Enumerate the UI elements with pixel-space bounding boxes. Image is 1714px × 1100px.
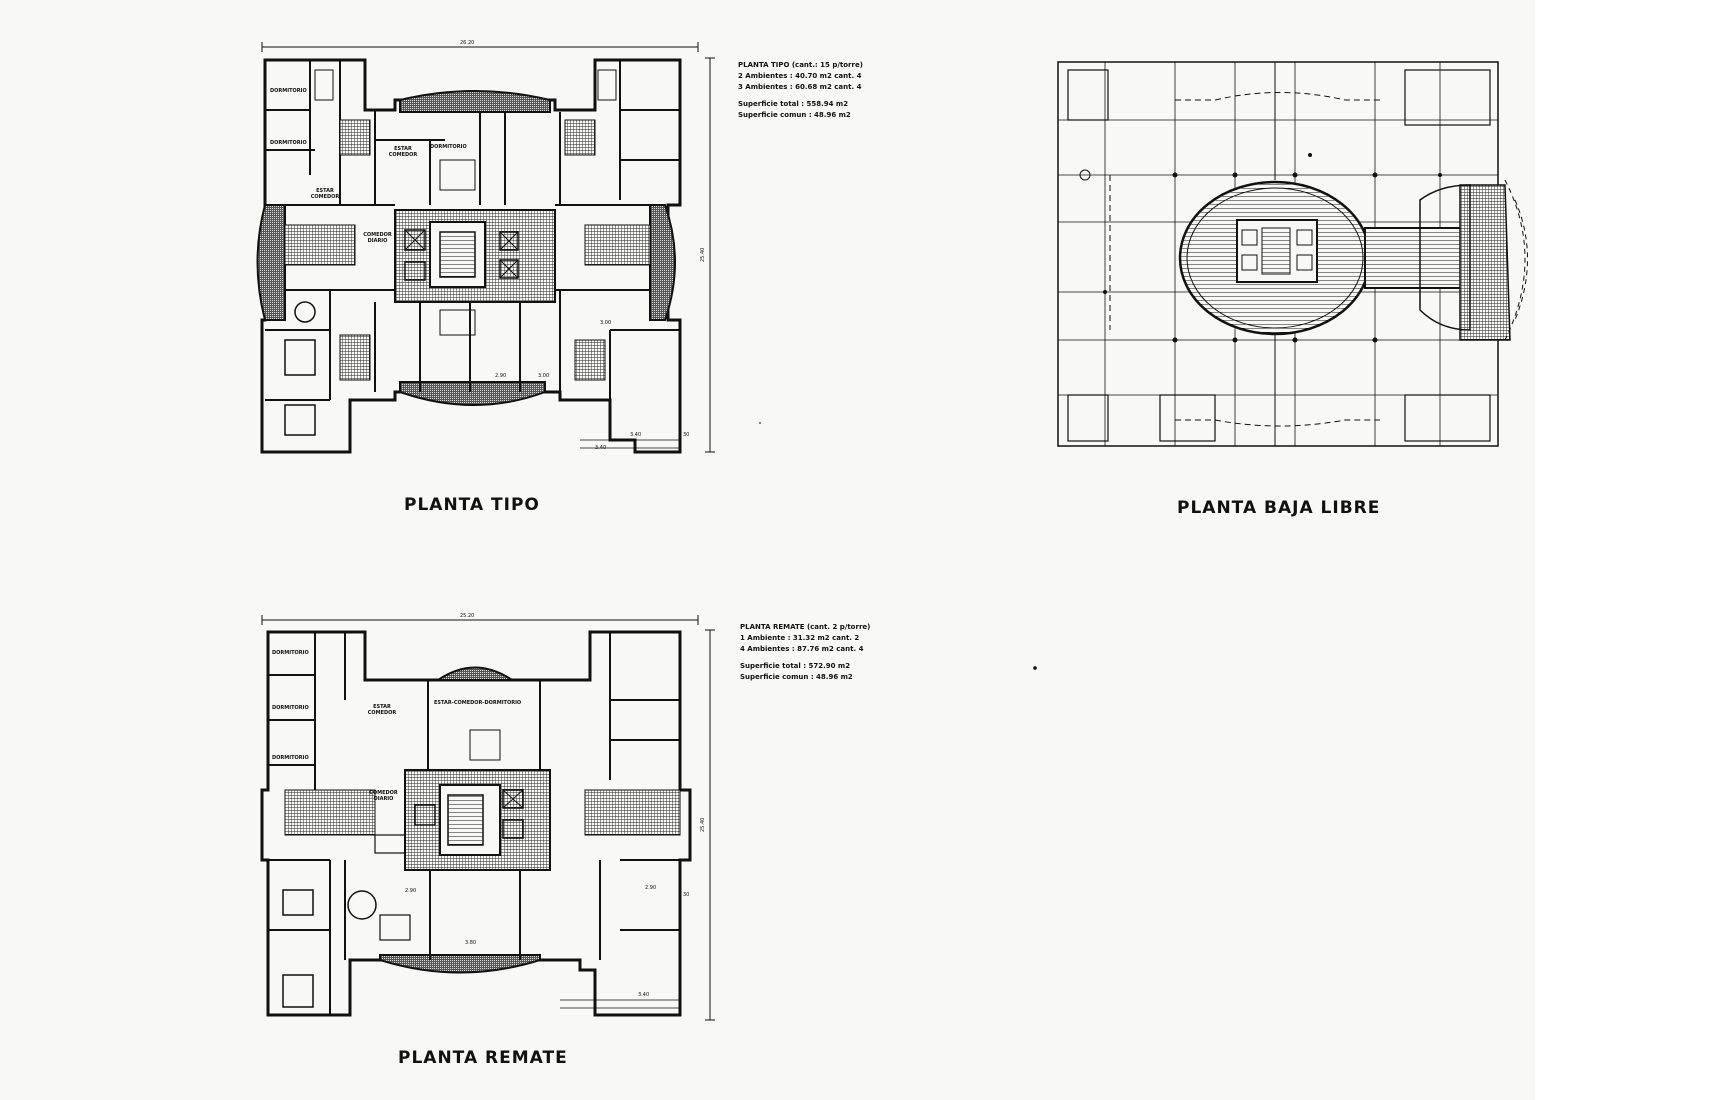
remate-width-dimension: 25.20 xyxy=(460,613,475,619)
planta-baja-title: PLANTA BAJA LIBRE xyxy=(1177,498,1381,518)
remate-height-dimension: 25.40 xyxy=(700,817,706,832)
room-label: COMEDOR DIARIO xyxy=(369,790,398,802)
tipo-legend-heading: PLANTA TIPO (cant.: 15 p/torre) xyxy=(738,61,863,69)
room-label: DORMITORIO xyxy=(270,88,307,94)
planta-remate-title: PLANTA REMATE xyxy=(398,1048,568,1068)
room-label: ESTAR-COMEDOR-DORMITORIO xyxy=(434,700,522,706)
room-label: ESTAR COMEDOR xyxy=(388,146,418,158)
dimension-label: 3.80 xyxy=(465,940,477,946)
stray-dot xyxy=(1033,666,1037,670)
room-label: DORMITORIO xyxy=(430,144,467,150)
tipo-legend-line: Superficie comun : 48.96 m2 xyxy=(738,111,851,119)
remate-legend-heading: PLANTA REMATE (cant. 2 p/torre) xyxy=(740,623,871,631)
planta-tipo-title: PLANTA TIPO xyxy=(404,495,540,515)
page-margin xyxy=(1535,0,1714,1100)
tipo-width-dimension: 26.20 xyxy=(460,40,475,46)
room-label: COMEDOR DIARIO xyxy=(363,232,392,244)
room-label: ESTAR COMEDOR xyxy=(310,188,340,200)
room-label: DORMITORIO xyxy=(272,650,309,656)
dimension-label: 3.40 xyxy=(638,992,650,998)
planta-remate-plan xyxy=(260,615,715,1021)
dimension-label: 2.90 xyxy=(645,885,657,891)
stray-dot xyxy=(759,422,761,424)
remate-legend-line: 1 Ambiente : 31.32 m2 cant. 2 xyxy=(740,634,860,642)
tipo-legend-line: 2 Ambientes : 40.70 m2 cant. 4 xyxy=(738,72,862,80)
room-label: DORMITORIO xyxy=(270,140,307,146)
dimension-label: 3.40 xyxy=(630,432,642,438)
remate-legend-line: 4 Ambientes : 87.76 m2 cant. 4 xyxy=(740,645,864,653)
room-label: DORMITORIO xyxy=(272,705,309,711)
dimension-label: 2.90 xyxy=(495,373,507,379)
dimension-label: 3.40 xyxy=(595,445,607,451)
dimension-label: 3.00 xyxy=(600,320,612,326)
dimension-label: 30 xyxy=(683,432,690,438)
remate-legend-line: Superficie total : 572.90 m2 xyxy=(740,662,851,670)
tipo-height-dimension: 25.40 xyxy=(700,247,706,262)
planta-baja-plan xyxy=(1057,61,1528,447)
remate-legend: PLANTA REMATE (cant. 2 p/torre) 1 Ambien… xyxy=(740,622,870,683)
dimension-label: 3.00 xyxy=(538,373,550,379)
dimension-label: 2.90 xyxy=(405,888,417,894)
tipo-legend-line: 3 Ambientes : 60.68 m2 cant. 4 xyxy=(738,83,862,91)
tipo-legend-line: Superficie total : 558.94 m2 xyxy=(738,100,849,108)
tipo-legend: PLANTA TIPO (cant.: 15 p/torre) 2 Ambien… xyxy=(738,60,863,121)
room-label: DORMITORIO xyxy=(272,755,309,761)
remate-legend-line: Superficie comun : 48.96 m2 xyxy=(740,673,853,681)
room-label: ESTAR COMEDOR xyxy=(367,704,397,716)
dimension-label: 30 xyxy=(683,892,690,898)
planta-tipo-plan xyxy=(256,42,715,454)
